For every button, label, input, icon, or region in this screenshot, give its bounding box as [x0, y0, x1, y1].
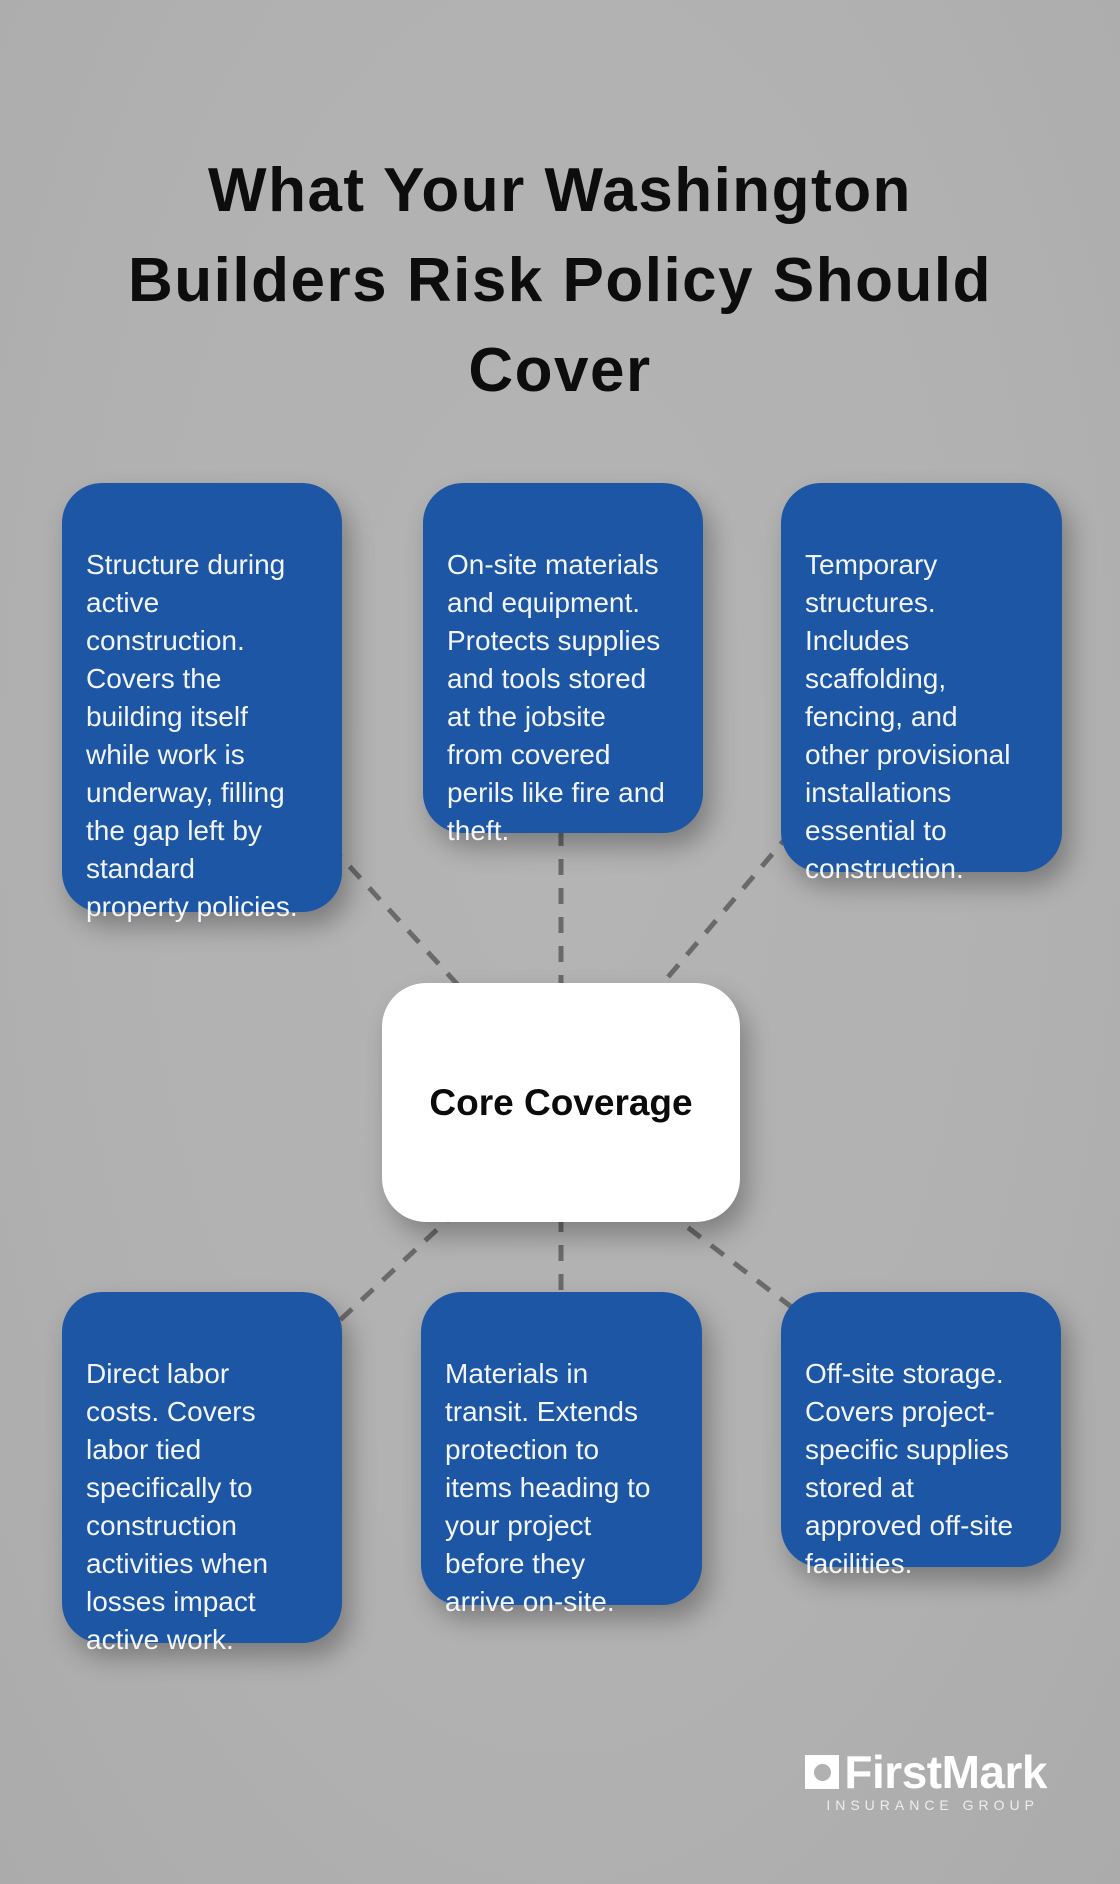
firstmark-logo: FirstMark INSURANCE GROUP	[805, 1749, 1047, 1813]
coverage-card-temporary-structures: Temporary structures. Includes scaffoldi…	[781, 483, 1062, 884]
coverage-card-text: Direct labor costs. Covers labor tied sp…	[86, 1358, 269, 1655]
coverage-card-materials-in-transit: Materials in transit. Extends protection…	[421, 1292, 702, 1617]
logo-tagline: INSURANCE GROUP	[826, 1797, 1039, 1813]
firstmark-logo-row: FirstMark	[805, 1749, 1047, 1795]
core-coverage-label: Core Coverage	[429, 1081, 693, 1123]
coverage-card-text: Structure during active construction. Co…	[86, 549, 298, 922]
coverage-card-text: Off-site storage. Covers project- specif…	[805, 1358, 1014, 1579]
coverage-card-text: Materials in transit. Extends protection…	[445, 1358, 651, 1617]
logo-name: FirstMark	[844, 1746, 1047, 1798]
square-logo-icon-hole	[813, 1763, 831, 1781]
connector-top-right	[650, 830, 793, 998]
coverage-card-text: Temporary structures. Includes scaffoldi…	[805, 549, 1011, 884]
connector-top-left	[328, 843, 470, 998]
coverage-card-text: On-site materials and equipment. Protect…	[447, 549, 665, 846]
coverage-card-structure: Structure during active construction. Co…	[62, 483, 342, 922]
core-coverage-node: Core Coverage	[382, 983, 740, 1222]
page-title: What Your Washington Builders Risk Polic…	[128, 155, 992, 405]
square-logo-icon	[805, 1755, 840, 1789]
coverage-card-direct-labor: Direct labor costs. Covers labor tied sp…	[62, 1292, 342, 1655]
connector-bottom-right	[663, 1208, 800, 1314]
coverage-card-on-site-materials: On-site materials and equipment. Protect…	[423, 483, 703, 846]
coverage-card-off-site-storage: Off-site storage. Covers project- specif…	[781, 1292, 1061, 1579]
